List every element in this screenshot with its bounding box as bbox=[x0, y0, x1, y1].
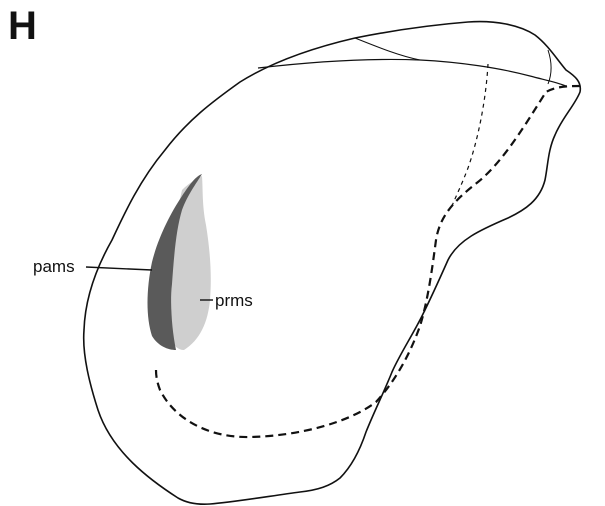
hinge-tip bbox=[548, 50, 551, 84]
pams-leader-line bbox=[86, 267, 152, 270]
ligament-dashed-line bbox=[452, 64, 488, 206]
prms-label: prms bbox=[215, 292, 253, 310]
hinge-line bbox=[258, 59, 566, 86]
prms-scar bbox=[171, 176, 211, 350]
pams-label: pams bbox=[33, 258, 75, 276]
hinge-line-upper bbox=[355, 38, 420, 60]
pallial-line-dashed bbox=[156, 86, 580, 437]
panel-letter: H bbox=[8, 6, 37, 46]
